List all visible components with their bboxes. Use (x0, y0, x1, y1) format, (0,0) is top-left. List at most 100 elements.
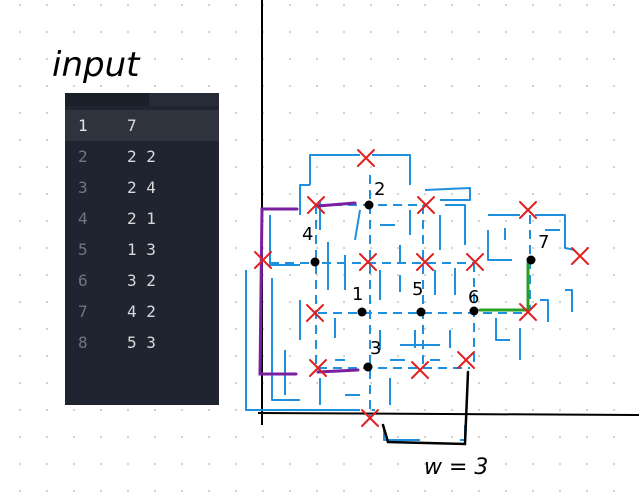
grid-dot (397, 382, 399, 384)
grid-dot (424, 355, 426, 357)
grid-dot (586, 58, 588, 60)
grid-dot (397, 112, 399, 114)
grid-dot (451, 58, 453, 60)
grid-dot (154, 85, 156, 87)
grid-dot (343, 301, 345, 303)
line-number: 6 (78, 271, 88, 290)
grid-dot (235, 463, 237, 465)
grid-dot (478, 112, 480, 114)
grid-dot (19, 463, 21, 465)
grid-dot (613, 301, 615, 303)
width-bracket (381, 370, 470, 446)
cross-mark (519, 201, 537, 219)
grid-dot (586, 193, 588, 195)
grid-dot (235, 220, 237, 222)
grid-dot (208, 436, 210, 438)
grid-dot (46, 409, 48, 411)
grid-dot (316, 274, 318, 276)
grid-dot (532, 112, 534, 114)
grid-dot (316, 166, 318, 168)
grid-dot (397, 409, 399, 411)
grid-dot (613, 220, 615, 222)
grid-dot (181, 490, 183, 492)
line-number: 5 (78, 240, 88, 259)
grid-dot (532, 274, 534, 276)
grid-dot (451, 193, 453, 195)
grid-dot (343, 220, 345, 222)
grid-dot (46, 355, 48, 357)
grid-dot (289, 274, 291, 276)
grid-dot (370, 85, 372, 87)
grid-dot (316, 58, 318, 60)
grid-dot (613, 31, 615, 33)
node-point-1 (357, 307, 367, 317)
grid-dot (451, 355, 453, 357)
grid-dot (505, 4, 507, 6)
grid-dot (289, 193, 291, 195)
grid-dot (19, 112, 21, 114)
line-text: 2 2 (127, 147, 156, 166)
grid-dot (478, 301, 480, 303)
grid-dot (316, 85, 318, 87)
grid-dot (478, 436, 480, 438)
grid-dot (532, 193, 534, 195)
grid-dot (127, 85, 129, 87)
grid-dot (586, 355, 588, 357)
grid-dot (19, 409, 21, 411)
grid-dot (451, 274, 453, 276)
grid-dot (586, 139, 588, 141)
grid-dot (424, 166, 426, 168)
grid-dot (343, 166, 345, 168)
line-text: 4 2 (127, 302, 156, 321)
grid-dot (235, 490, 237, 492)
grid-dot (154, 31, 156, 33)
grid-dot (451, 112, 453, 114)
code-line[interactable]: 7 4 2 (65, 296, 219, 327)
grid-dot (370, 409, 372, 411)
grid-dot (559, 301, 561, 303)
grid-dot (181, 85, 183, 87)
line-number: 3 (78, 178, 88, 197)
grid-dot (127, 31, 129, 33)
grid-dot (478, 166, 480, 168)
grid-dot (127, 4, 129, 6)
label-node-3: 3 (370, 338, 381, 359)
grid-dot (451, 166, 453, 168)
grid-dot (181, 4, 183, 6)
grid-dot (613, 139, 615, 141)
grid-dot (397, 85, 399, 87)
editor-tab[interactable] (65, 93, 149, 106)
grid-dot (559, 328, 561, 330)
grid-dot (100, 436, 102, 438)
grid-dot (532, 409, 534, 411)
grid-dot (451, 247, 453, 249)
grid-dot (451, 436, 453, 438)
line-number: 7 (78, 302, 88, 321)
grid-dot (613, 463, 615, 465)
grid-dot (46, 85, 48, 87)
line-text: 1 3 (127, 240, 156, 259)
grid-dot (127, 436, 129, 438)
grid-dot (46, 139, 48, 141)
code-line[interactable]: 5 1 3 (65, 234, 219, 265)
grid-dot (424, 436, 426, 438)
grid-dot (505, 247, 507, 249)
grid-dot (370, 247, 372, 249)
grid-dot (397, 4, 399, 6)
grid-dot (532, 355, 534, 357)
grid-dot (424, 274, 426, 276)
grid-dot (424, 490, 426, 492)
node-point-4 (310, 257, 320, 267)
grid-dot (397, 463, 399, 465)
grid-dot (532, 58, 534, 60)
grid-dot (559, 247, 561, 249)
grid-dot (505, 220, 507, 222)
grid-dot (586, 112, 588, 114)
grid-dot (289, 301, 291, 303)
